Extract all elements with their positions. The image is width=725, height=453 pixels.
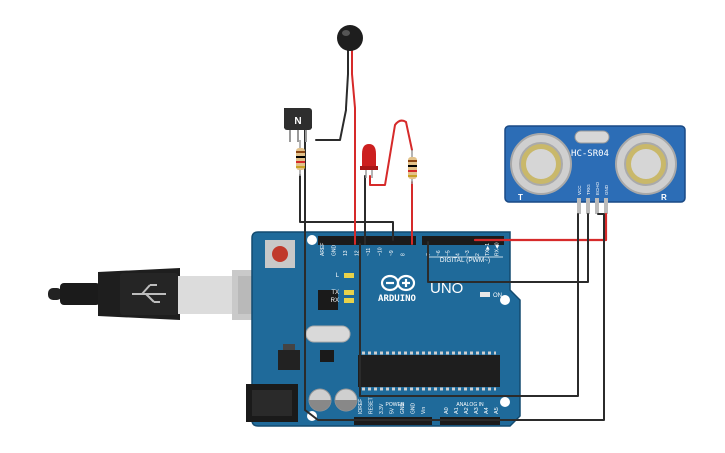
led-on [480, 292, 490, 297]
analog-pin-label: A5 [494, 407, 500, 414]
crystal-oscillator [305, 325, 351, 343]
wires [299, 49, 608, 421]
voltage-regulator [278, 350, 300, 370]
digital-pin-label: ~6 [436, 250, 442, 256]
power-pin-label: Vin [421, 407, 427, 414]
atmega-chip [358, 355, 500, 387]
led-tx-label: TX [331, 290, 339, 296]
analog-header-label: ANALOG IN [456, 402, 484, 408]
digital-pin-label: RX◀0 [495, 242, 501, 256]
sensor-pin-label: TRIG [586, 184, 591, 195]
digital-pin-label: TX▶1 [485, 243, 491, 256]
analog-pin-label: A2 [464, 407, 470, 414]
digital-header-left [318, 236, 416, 245]
wire-trig [427, 213, 589, 283]
digital-pin-label: ~9 [389, 250, 395, 256]
analog-pin-label: A3 [474, 407, 480, 414]
power-pin-label: 5V [390, 407, 396, 414]
led-resistor[interactable] [408, 150, 417, 184]
wire-motor-black [315, 49, 349, 141]
analog-pin-label: A1 [454, 407, 460, 414]
digital-pin-label: ~10 [378, 247, 384, 256]
usb-interface-chip [318, 290, 338, 310]
wire-gnd [304, 127, 605, 421]
red-led[interactable] [360, 144, 378, 178]
board-model: UNO [430, 280, 463, 297]
wire-transistor-pin [299, 174, 394, 241]
digital-pin-label: ~11 [366, 248, 372, 256]
analog-pin-label: A4 [484, 407, 490, 414]
sensor-crystal [574, 130, 610, 144]
npn-transistor[interactable]: N [284, 108, 312, 142]
led-on-label: ON [493, 293, 502, 299]
arduino-logo-icon [380, 274, 416, 292]
arduino-uno-board[interactable]: L TX RX ON ARDUINO UNO AREF GND 13 12 ~11 ~10… [246, 231, 521, 427]
usb-cable[interactable] [48, 268, 282, 320]
digital-pin-label: ~5 [446, 250, 452, 256]
vibration-motor[interactable] [337, 25, 363, 51]
led-l-label: L [336, 273, 340, 279]
led-rx [344, 298, 354, 303]
transmitter-icon [510, 133, 572, 195]
sensor-pin-headers [577, 198, 608, 214]
power-pin-label: 3.3V [379, 403, 385, 414]
wire-led-red [369, 119, 413, 186]
sensor-name: HC-SR04 [571, 149, 609, 159]
small-chip [320, 350, 334, 362]
digital-pin-label: GND [332, 245, 338, 257]
reset-button-cap[interactable] [272, 246, 288, 262]
mounting-hole [307, 235, 317, 245]
usb-symbol-icon [132, 284, 166, 303]
sensor-t-label: T [518, 193, 523, 202]
power-pin-label: IOREF [358, 399, 364, 414]
power-pin-label: GND [400, 403, 406, 415]
digital-pin-label: AREF [320, 243, 326, 256]
digital-pin-label: 13 [343, 250, 349, 256]
digital-pin-label: 4 [455, 253, 461, 256]
wire-vcc [473, 212, 608, 242]
led-tx [344, 290, 354, 295]
base-resistor[interactable] [296, 140, 305, 176]
transistor-label: N [294, 116, 301, 127]
hc-sr04-sensor[interactable]: HC-SR04 T R VCC TRIG ECHO GND [504, 125, 686, 214]
mounting-hole [500, 397, 510, 407]
led-rx-label: RX [331, 298, 339, 304]
analog-pin-label: A0 [444, 407, 450, 414]
digital-pin-label: 2 [475, 253, 481, 256]
board-brand: ARDUINO [378, 294, 417, 304]
led-l [344, 273, 354, 278]
sensor-r-label: R [661, 193, 667, 202]
receiver-icon [615, 133, 677, 195]
digital-pin-label: ~3 [465, 250, 471, 256]
wire-echo [359, 213, 579, 397]
mounting-hole [500, 295, 510, 305]
chip-socket-pins [362, 351, 496, 391]
power-pin-label: RESET [369, 397, 375, 414]
power-header-label: POWER [386, 402, 405, 408]
wire-motor-red [351, 49, 356, 245]
sensor-pin-label: ECHO [595, 181, 600, 195]
digital-pin-label: 12 [355, 250, 361, 256]
digital-header-label: DIGITAL (PWM~) [440, 257, 490, 264]
sensor-pin-label: VCC [577, 185, 582, 195]
digital-pin-label: 8 [401, 253, 407, 256]
sensor-pin-label: GND [604, 184, 609, 195]
power-pin-label: GND [411, 403, 417, 415]
digital-header-right [422, 236, 504, 245]
